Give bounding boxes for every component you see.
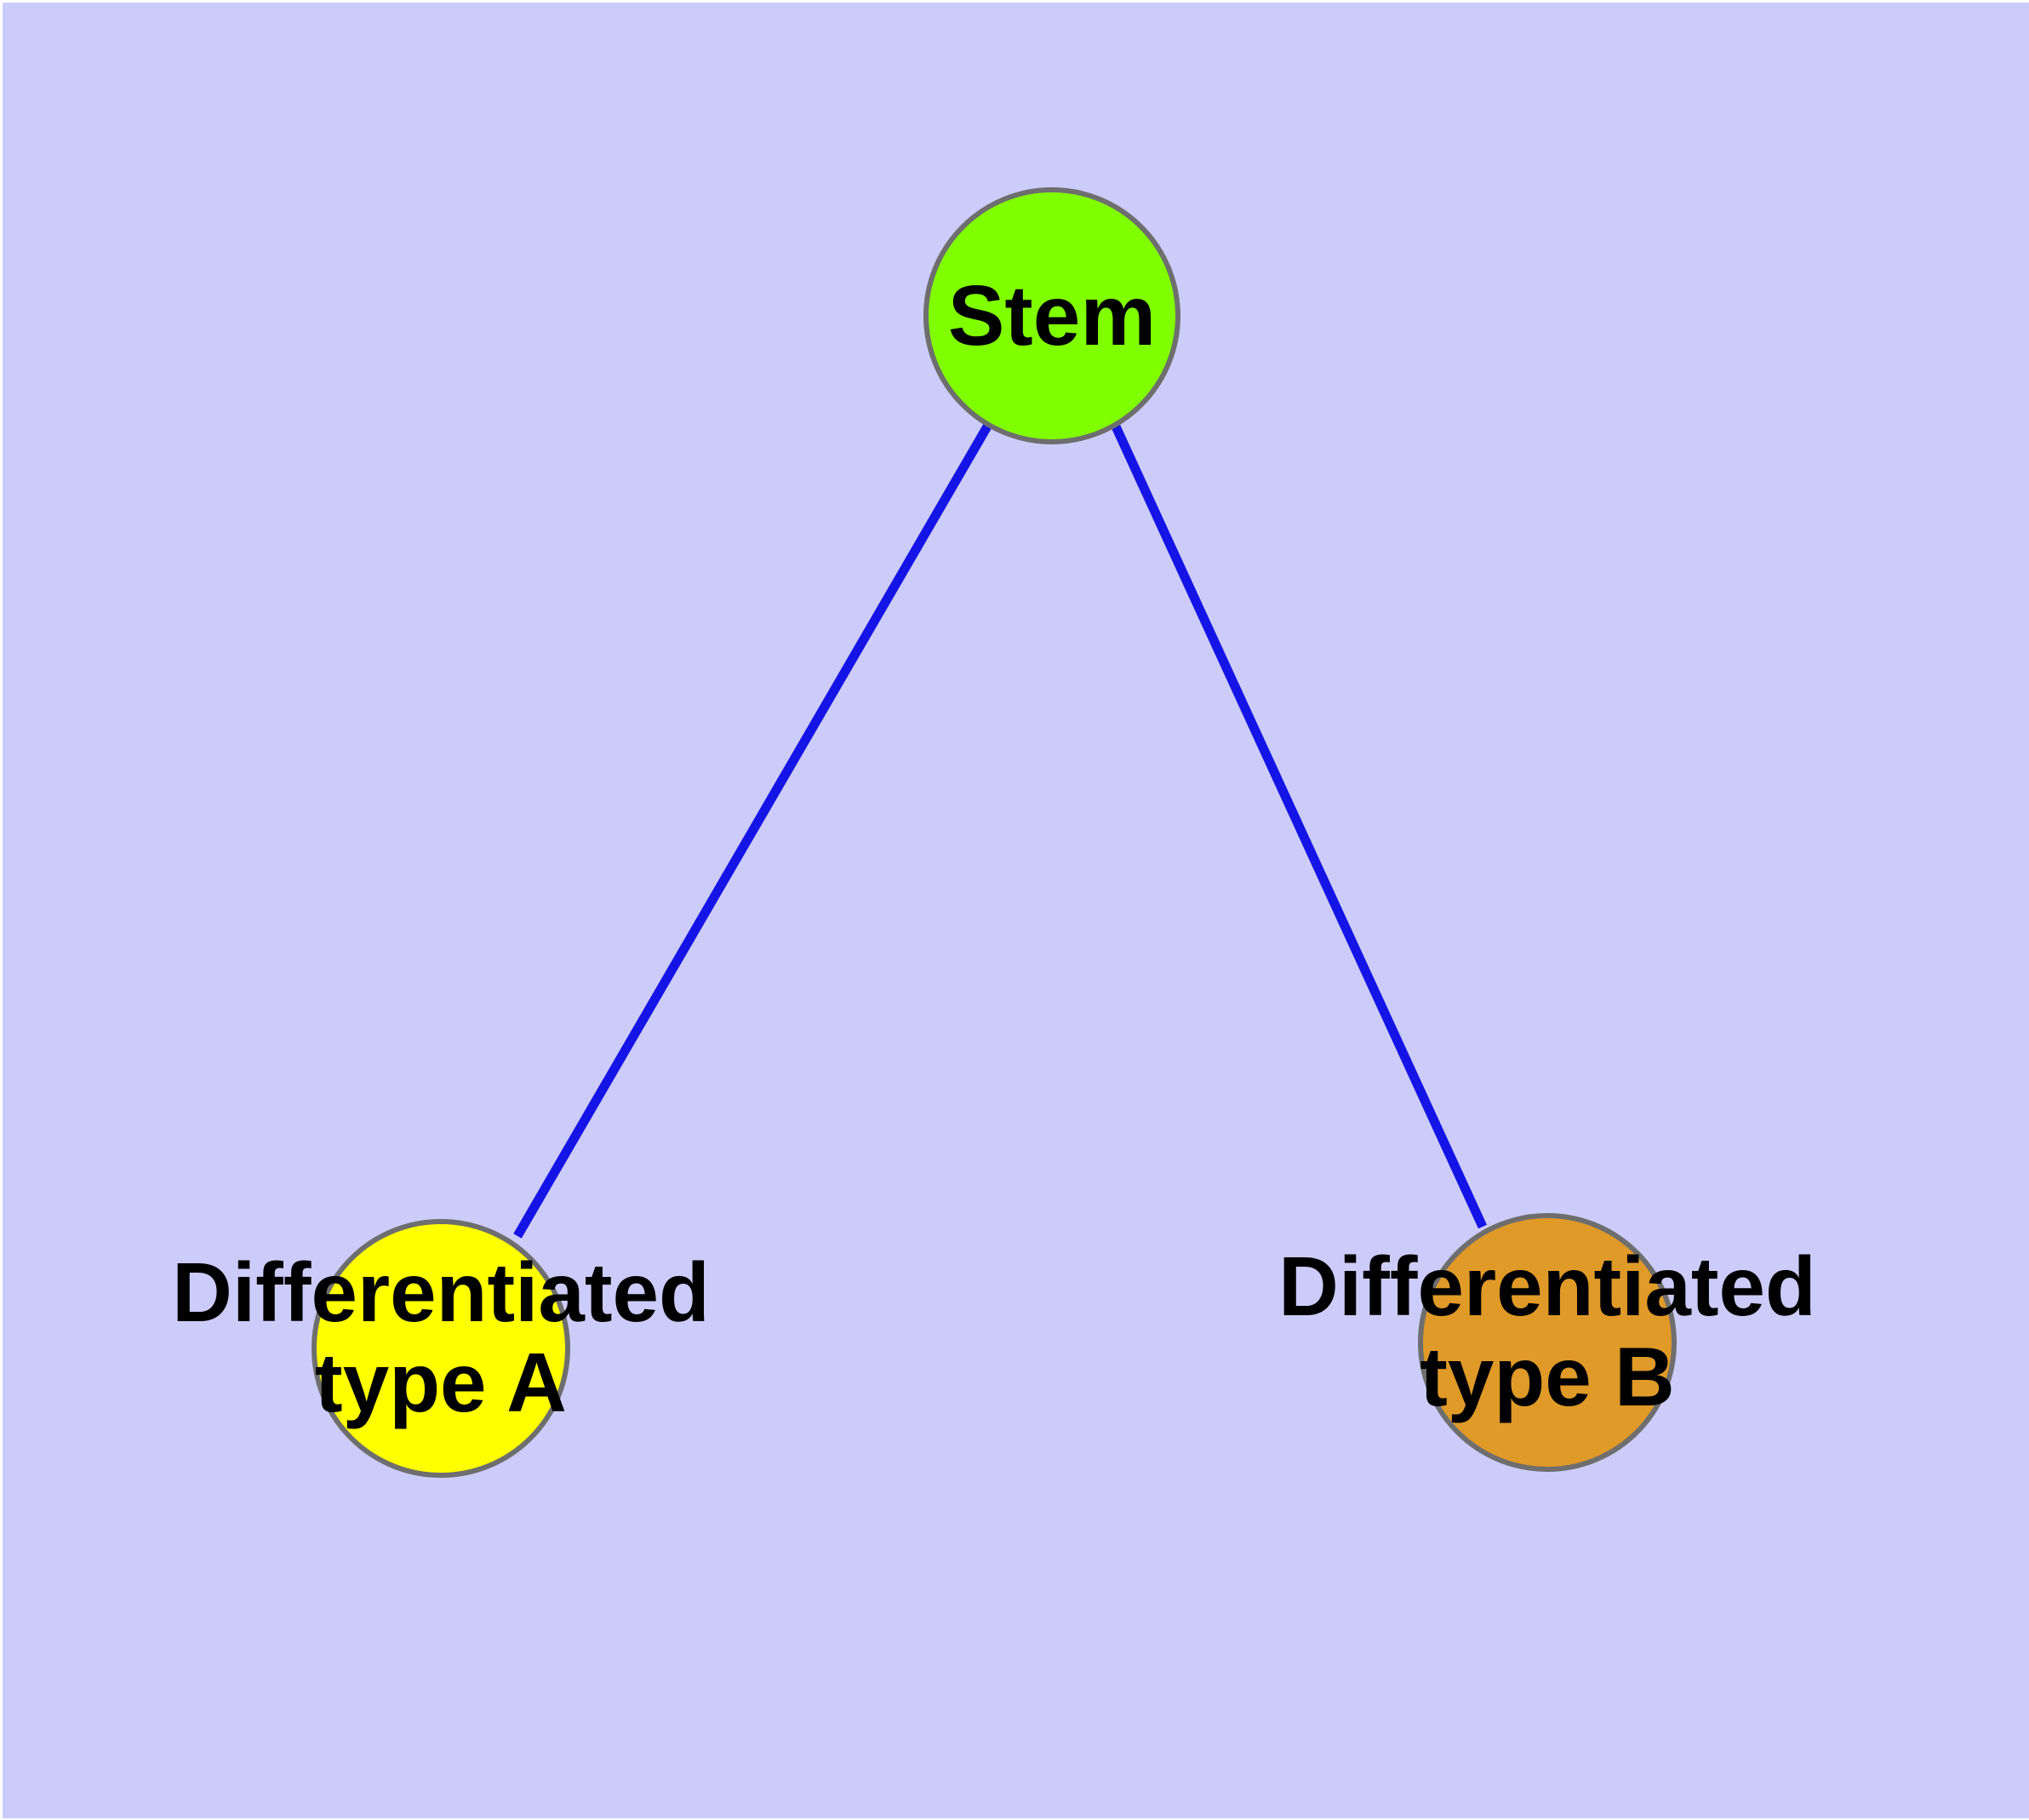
diagram-plot-area: Stem Differentiated type A Differentiate… [3,3,2029,1818]
node-stem-label: Stem [948,270,1157,362]
edge-stem-to-differentiated-type-a [513,424,992,1239]
edge-stem-to-differentiated-type-b [1112,424,1487,1229]
node-differentiated-type-a[interactable]: Differentiated type A [172,1219,710,1478]
edge-layer [513,424,1487,1239]
node-differentiated-type-b[interactable]: Differentiated type B [1278,1213,1816,1472]
node-stem-label-line-1: Stem [947,268,1157,363]
node-stem[interactable]: Stem [923,187,1180,444]
